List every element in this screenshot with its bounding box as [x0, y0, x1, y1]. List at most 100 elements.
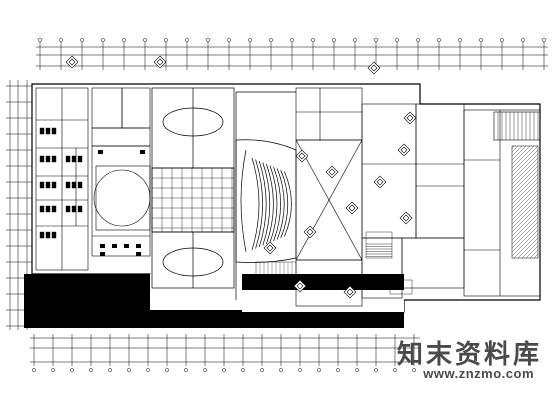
- column-markers: [65, 55, 417, 299]
- top-grid-bubble: [416, 38, 420, 42]
- central-court: [91, 145, 151, 257]
- left-service-block: [35, 87, 89, 271]
- watermark-brand: 知末资料库: [396, 340, 542, 370]
- stall-fixture: [39, 155, 45, 163]
- furniture-block: [136, 244, 141, 248]
- top-grid-bubble: [122, 38, 126, 42]
- podium-gap-2: [242, 290, 404, 312]
- stall-fixture: [45, 231, 51, 239]
- column-diamond-inner: [346, 288, 354, 296]
- stall-fixture: [45, 205, 51, 213]
- furniture-block: [124, 244, 129, 248]
- stall-fixture: [51, 205, 57, 213]
- seat-row: [262, 162, 271, 246]
- top-grid-bubble: [80, 38, 84, 42]
- column-diamond-inner: [402, 214, 410, 222]
- stall-fixture: [65, 155, 71, 163]
- stall-fixture: [45, 127, 51, 135]
- bottom-grid-bubble: [393, 368, 397, 372]
- column-diamond-inner: [376, 178, 384, 186]
- bottom-grid-bubble: [89, 368, 93, 372]
- stall-fixture: [45, 181, 51, 189]
- column-diamond-inner: [266, 244, 274, 252]
- column-diamond-inner: [400, 146, 408, 154]
- top-grid-bubble: [521, 38, 525, 42]
- far-right-wing: [463, 109, 541, 297]
- stall-fixture: [45, 155, 51, 163]
- bottom-grid-bubble: [51, 368, 55, 372]
- bottom-grid-bubble: [70, 368, 74, 372]
- stall-fixture: [51, 231, 57, 239]
- column-diamond-inner: [298, 152, 306, 160]
- stall-fixture: [71, 155, 77, 163]
- top-grid-bubble: [458, 38, 462, 42]
- stall-fixture: [71, 181, 77, 189]
- stall-fixture: [77, 205, 83, 213]
- bottom-grid-bubble: [241, 368, 245, 372]
- stall-fixture: [51, 127, 57, 135]
- top-grid-bubble: [479, 38, 483, 42]
- watermark-url: www.znzmo.com: [423, 366, 534, 381]
- seat-row: [284, 171, 292, 237]
- stall-fixture: [39, 181, 45, 189]
- seat-row: [266, 163, 274, 245]
- top-grid-bubble: [143, 38, 147, 42]
- stall-fixture: [39, 127, 45, 135]
- stall-fixture: [39, 205, 45, 213]
- stall-fixture: [65, 205, 71, 213]
- furniture-block: [136, 252, 141, 256]
- upper-left-rooms: [91, 87, 151, 147]
- top-grid-bubble: [59, 38, 63, 42]
- sports-hall-grid: [152, 168, 234, 232]
- bottom-grid-bubble: [298, 368, 302, 372]
- column-diamond-inner: [370, 64, 378, 72]
- lower-stair-treads: [259, 262, 293, 276]
- top-grid-bubble: [227, 38, 231, 42]
- stall-fixture: [77, 155, 83, 163]
- top-grid-bubble: [332, 38, 336, 42]
- seat-row: [269, 165, 278, 243]
- court-furniture: [98, 150, 145, 256]
- bottom-grid-bubble: [203, 368, 207, 372]
- top-grid-bubble: [374, 38, 378, 42]
- top-right-slats: [497, 112, 539, 140]
- bottom-grid-bubble: [279, 368, 283, 372]
- stall-fixture: [65, 181, 71, 189]
- right-wing-rooms: [361, 103, 465, 299]
- top-grid-bubble: [164, 38, 168, 42]
- stall-fixture: [39, 231, 45, 239]
- auditorium-seating: [251, 157, 292, 251]
- furniture-block: [100, 252, 105, 256]
- bottom-grid-bubble: [108, 368, 112, 372]
- bottom-grid-bubble: [336, 368, 340, 372]
- seat-row: [273, 166, 281, 242]
- top-grid-bubble: [542, 38, 546, 42]
- furniture-block: [100, 244, 105, 248]
- bottom-grid-bubble: [355, 368, 359, 372]
- stall-fixture: [51, 155, 57, 163]
- column-diamond-inner: [306, 228, 314, 236]
- furniture-block: [98, 150, 103, 154]
- stall-fixture: [51, 181, 57, 189]
- column-diamond-inner: [296, 282, 304, 290]
- bottom-grid-bubble: [374, 368, 378, 372]
- column-diamond-inner: [406, 114, 414, 122]
- column-diamond-inner: [328, 168, 336, 176]
- toilet-stalls: [39, 127, 83, 239]
- podium-gap: [150, 274, 242, 310]
- top-grid-bubble: [311, 38, 315, 42]
- column-diamond-inner: [68, 58, 76, 66]
- left-grid-ticks: [6, 85, 32, 327]
- top-grid-bubble: [38, 38, 42, 42]
- top-grid-bubble: [269, 38, 273, 42]
- top-grid-bubble: [500, 38, 504, 42]
- seat-row: [258, 160, 267, 248]
- bottom-grid-bubble: [260, 368, 264, 372]
- stall-fixture: [71, 205, 77, 213]
- right-stair: [366, 243, 392, 257]
- bottom-grid-bubble: [32, 368, 36, 372]
- lobby-rooms: [295, 87, 363, 307]
- bottom-grid-bubble: [317, 368, 321, 372]
- furniture-block: [112, 244, 117, 248]
